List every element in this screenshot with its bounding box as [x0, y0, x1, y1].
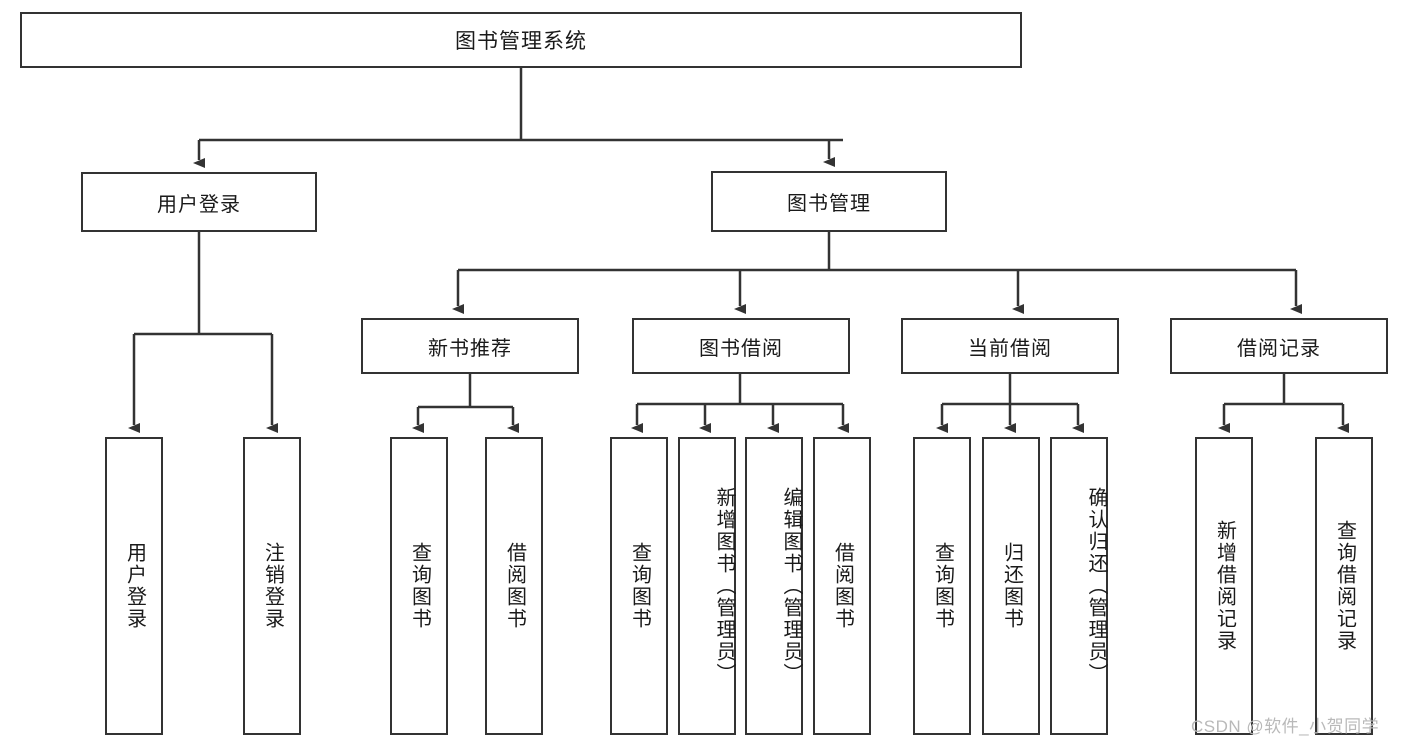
node-leaf-confirm-return-label: 确认归还（管理员）	[1085, 487, 1107, 685]
node-leaf-query-borrow-record-label: 查询借阅记录	[1333, 520, 1356, 652]
node-leaf-user-login[interactable]: 用户登录	[105, 437, 163, 735]
node-root-label: 图书管理系统	[455, 30, 587, 53]
node-leaf-query-book-current-label: 查询图书	[931, 542, 954, 630]
node-root[interactable]: 图书管理系统	[20, 12, 1022, 68]
node-leaf-add-borrow-record[interactable]: 新增借阅记录	[1195, 437, 1253, 735]
node-user-login-label: 用户登录	[157, 193, 241, 216]
node-leaf-query-book-recommend[interactable]: 查询图书	[390, 437, 448, 735]
node-leaf-query-borrow-record[interactable]: 查询借阅记录	[1315, 437, 1373, 735]
node-leaf-borrow-book-recommend-label: 借阅图书	[503, 542, 526, 630]
node-leaf-user-logout-label: 注销登录	[261, 542, 284, 630]
node-current-borrow[interactable]: 当前借阅	[901, 318, 1119, 374]
node-leaf-confirm-return[interactable]: 确认归还（管理员）	[1050, 437, 1108, 735]
node-user-login[interactable]: 用户登录	[81, 172, 317, 232]
node-leaf-edit-book[interactable]: 编辑图书（管理员）	[745, 437, 803, 735]
node-current-borrow-label: 当前借阅	[968, 337, 1052, 360]
node-leaf-query-book-recommend-label: 查询图书	[408, 542, 431, 630]
node-book-borrow[interactable]: 图书借阅	[632, 318, 850, 374]
node-leaf-query-book-borrow-label: 查询图书	[628, 542, 651, 630]
node-leaf-borrow-book-label: 借阅图书	[831, 542, 854, 630]
node-leaf-add-book[interactable]: 新增图书（管理员）	[678, 437, 736, 735]
node-leaf-user-logout[interactable]: 注销登录	[243, 437, 301, 735]
node-book-manage[interactable]: 图书管理	[711, 171, 947, 232]
node-leaf-query-book-current[interactable]: 查询图书	[913, 437, 971, 735]
node-leaf-borrow-book-recommend[interactable]: 借阅图书	[485, 437, 543, 735]
node-leaf-add-borrow-record-label: 新增借阅记录	[1213, 520, 1236, 652]
node-leaf-add-book-label: 新增图书（管理员）	[713, 487, 735, 685]
node-book-borrow-label: 图书借阅	[699, 337, 783, 360]
node-borrow-record[interactable]: 借阅记录	[1170, 318, 1388, 374]
node-new-book-recommend-label: 新书推荐	[428, 337, 512, 360]
node-leaf-borrow-book[interactable]: 借阅图书	[813, 437, 871, 735]
node-leaf-edit-book-label: 编辑图书（管理员）	[780, 487, 802, 685]
node-leaf-return-book[interactable]: 归还图书	[982, 437, 1040, 735]
node-borrow-record-label: 借阅记录	[1237, 337, 1321, 360]
node-leaf-user-login-label: 用户登录	[123, 542, 146, 630]
node-leaf-return-book-label: 归还图书	[1000, 542, 1023, 630]
csdn-watermark: CSDN @软件_小贺同学	[1191, 717, 1380, 736]
node-leaf-query-book-borrow[interactable]: 查询图书	[610, 437, 668, 735]
node-book-manage-label: 图书管理	[787, 193, 871, 215]
node-new-book-recommend[interactable]: 新书推荐	[361, 318, 579, 374]
